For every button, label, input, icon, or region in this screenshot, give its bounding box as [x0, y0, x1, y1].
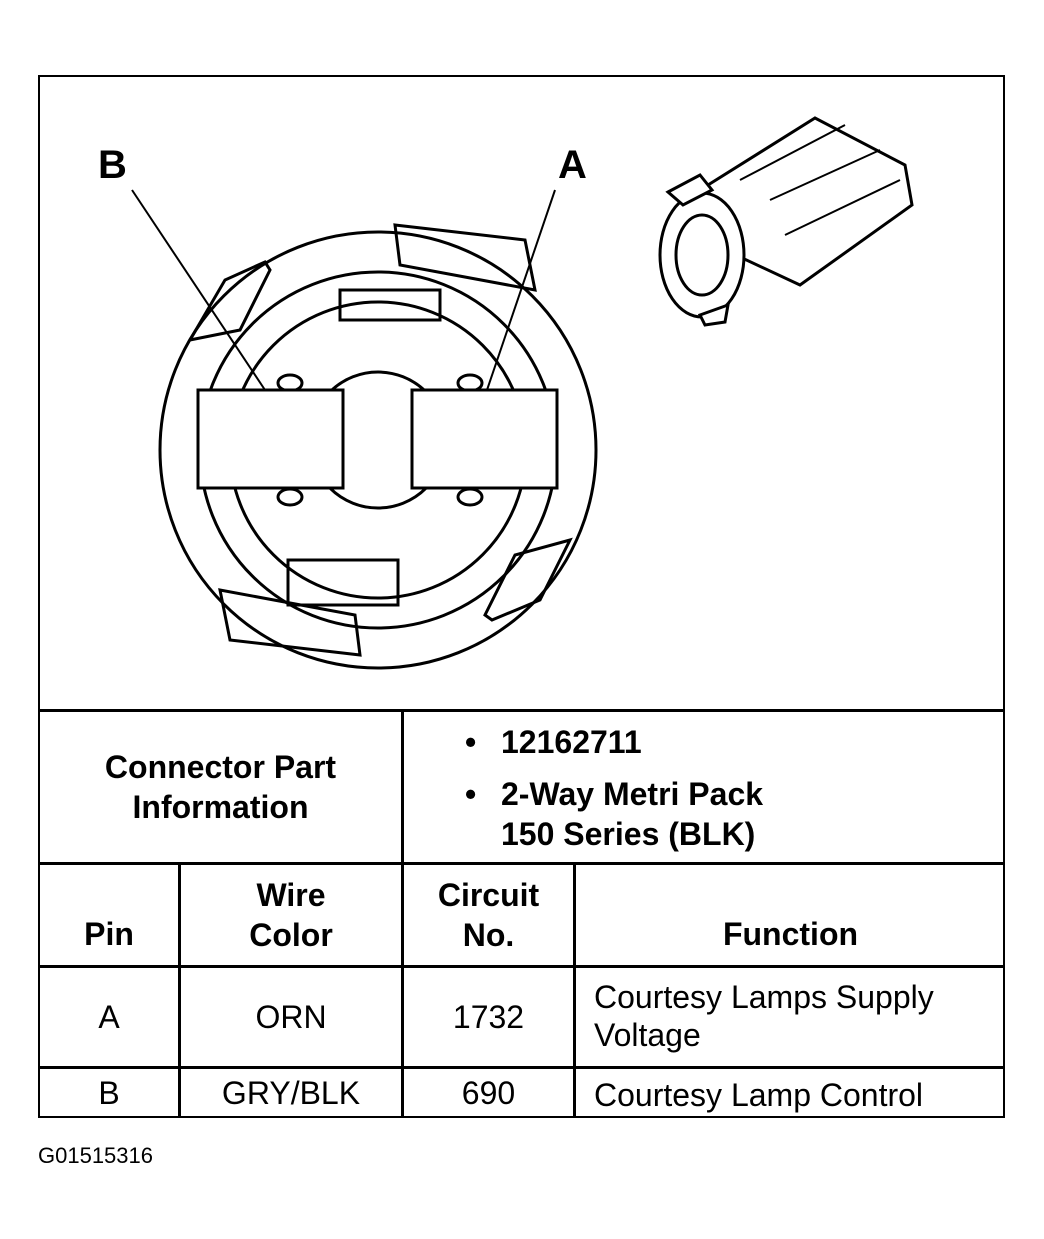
figure-id: G01515316: [38, 1143, 153, 1168]
leader-line-b: [131, 189, 266, 391]
row-a-circuit-no: 1732: [452, 998, 525, 1035]
table-col-divider-circuit: [573, 862, 576, 1118]
header-wire-color: Wire Color: [249, 877, 333, 953]
table-row-divider: [38, 1066, 1005, 1069]
table-info-divider: [38, 862, 1005, 865]
connector-outer-shell: [158, 230, 598, 670]
connector-body-icon: [658, 116, 914, 327]
pin-label-b: B: [98, 143, 127, 187]
locking-tab-left: [187, 260, 272, 343]
pin-b-block: [196, 388, 345, 490]
row-a-function: Courtesy Lamps Supply Voltage: [594, 979, 934, 1053]
leader-line-a: [486, 189, 556, 391]
terminal-b-hole-bottom: [276, 487, 304, 507]
row-a-wire-color: ORN: [255, 998, 327, 1035]
table-top-border: [38, 709, 1005, 712]
table-header-divider: [38, 965, 1005, 968]
pin-a-block: [410, 388, 559, 490]
locking-tab-right: [483, 537, 573, 622]
key-slot-bottom: [286, 558, 400, 607]
locking-tab-top: [393, 223, 537, 292]
row-b-wire-color: GRY/BLK: [221, 1075, 361, 1111]
table-col-divider-main: [401, 709, 404, 1118]
row-b-circuit-no: 690: [461, 1075, 516, 1111]
header-function: Function: [722, 916, 859, 952]
row-a-pin: A: [98, 998, 120, 1035]
key-slot-top: [338, 288, 442, 322]
bullet-connector-type: • 2-Way Metri Pack 150 Series (BLK): [465, 776, 764, 852]
locking-tab-bottom: [218, 588, 362, 657]
diagram-frame: [38, 75, 1005, 1118]
connector-part-info-label: Connector Part Information: [104, 749, 337, 825]
row-b-pin: B: [98, 1075, 120, 1111]
connector-part-bullets: •12162711 • 2-Way Metri Pack 150 Series …: [465, 722, 763, 854]
bullet-part-number: •12162711: [465, 724, 642, 760]
pin-label-a: A: [558, 143, 587, 187]
header-pin: Pin: [84, 916, 134, 952]
row-b-function: Courtesy Lamp Control: [594, 1077, 924, 1113]
terminal-a-hole-bottom: [456, 487, 484, 507]
connector-diagram: B A: [98, 116, 914, 670]
header-circuit-no: Circuit No.: [437, 877, 540, 953]
table-col-divider-pin: [178, 862, 181, 1118]
